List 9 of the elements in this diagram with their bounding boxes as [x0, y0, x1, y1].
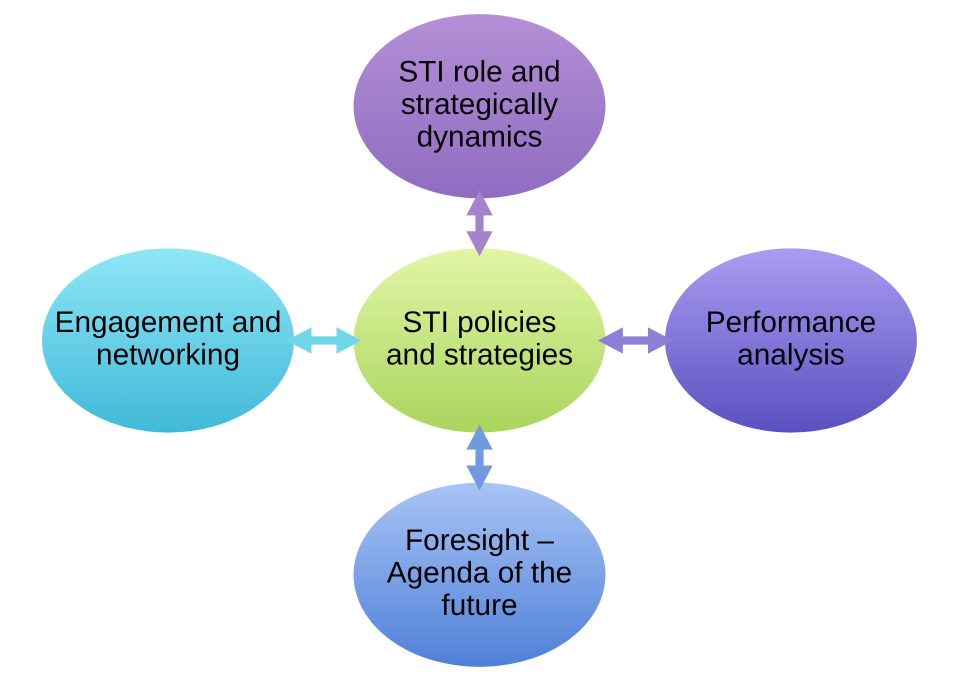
arrow: [286, 327, 362, 354]
node-ellipse: STI policies and strategies: [352, 247, 606, 434]
arrow: [466, 424, 492, 491]
node-ellipse: Foresight – Agenda of the future: [352, 481, 606, 668]
node-ellipse: Engagement and networking: [40, 247, 295, 434]
arrow: [597, 327, 672, 354]
node-ellipse: Performance analysis: [663, 247, 918, 434]
arrow: [466, 190, 492, 256]
node-ellipse: STI role and strategically dynamics: [352, 12, 606, 200]
